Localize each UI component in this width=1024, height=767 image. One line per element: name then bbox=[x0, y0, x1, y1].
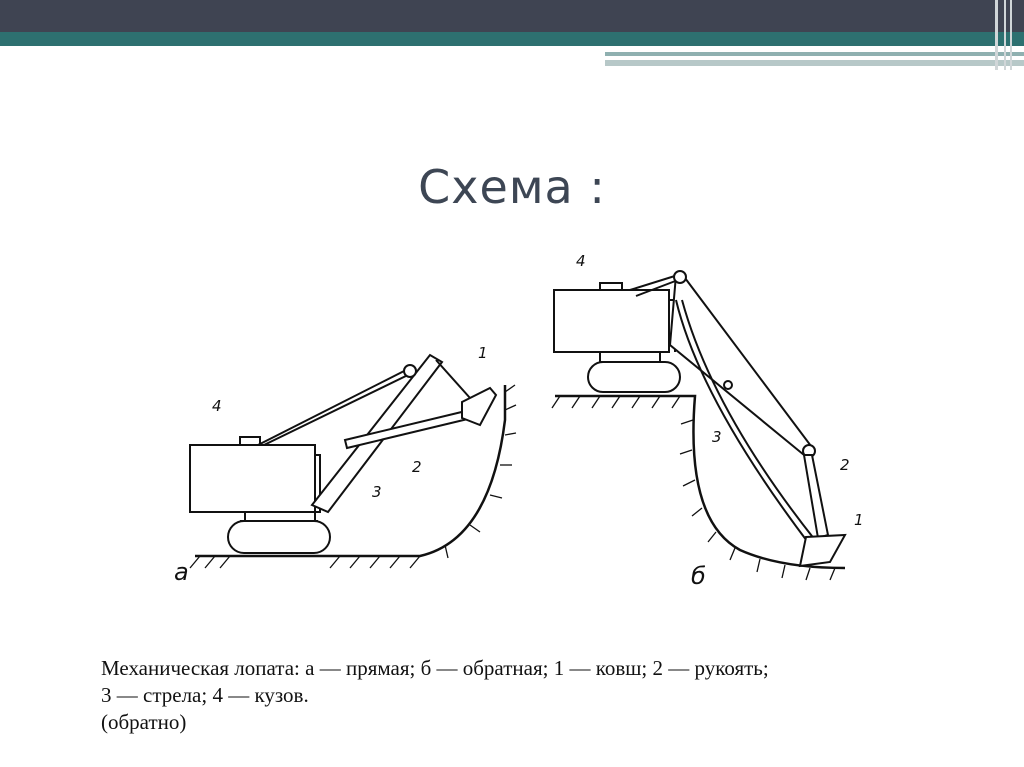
label-b-2: 2 bbox=[840, 456, 850, 474]
label-b-1: 1 bbox=[854, 511, 864, 529]
caption-back-link[interactable]: (обратно) bbox=[101, 710, 187, 734]
label-a-1: 1 bbox=[478, 344, 488, 362]
label-b-3: 3 bbox=[712, 428, 722, 446]
boom-b bbox=[668, 273, 816, 457]
track-b bbox=[587, 361, 681, 393]
caption-line-1: Механическая лопата: а — прямая; б — обр… bbox=[101, 656, 769, 680]
label-a-4: 4 bbox=[212, 397, 222, 415]
caption: Механическая лопата: а — прямая; б — обр… bbox=[101, 655, 1001, 736]
excavator-diagram: 1 2 3 4 а bbox=[174, 252, 864, 590]
header-decoration bbox=[0, 0, 1024, 70]
body-b bbox=[553, 289, 670, 353]
label-a-2: 2 bbox=[412, 458, 422, 476]
figure-b bbox=[551, 270, 847, 581]
slide-title: Схема : bbox=[418, 160, 606, 214]
label-b-4: 4 bbox=[576, 252, 586, 270]
bucket-b bbox=[798, 533, 847, 568]
handle-a bbox=[343, 408, 474, 450]
body-a bbox=[189, 444, 316, 513]
figure-b-letter: б bbox=[691, 562, 706, 590]
label-a-3: 3 bbox=[372, 483, 382, 501]
figure-a bbox=[189, 353, 517, 569]
bucket-a bbox=[461, 386, 498, 427]
track-a bbox=[227, 520, 331, 554]
caption-line-2: 3 — стрела; 4 — кузов. bbox=[101, 683, 309, 707]
handle-b bbox=[802, 454, 830, 540]
figure-a-letter: а bbox=[174, 558, 189, 586]
